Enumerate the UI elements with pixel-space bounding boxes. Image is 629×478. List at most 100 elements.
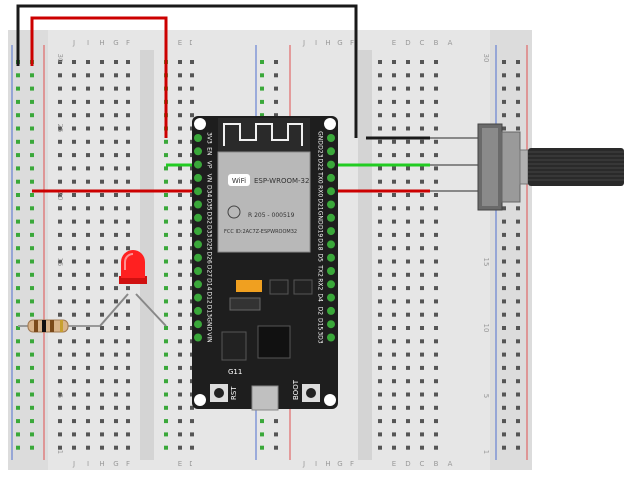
resistor-band-1: [34, 320, 38, 332]
breadboard-hole: [378, 379, 382, 384]
breadboard-hole: [72, 139, 76, 144]
breadboard-hole: [100, 86, 104, 91]
breadboard-hole: [502, 379, 506, 384]
breadboard-hole: [434, 86, 438, 91]
breadboard-hole: [420, 179, 424, 184]
breadboard-hole: [260, 99, 264, 104]
column-letter: I: [315, 39, 317, 47]
breadboard-hole: [58, 166, 62, 171]
breadboard-hole: [72, 365, 76, 370]
breadboard-hole: [392, 99, 396, 104]
breadboard-hole: [30, 445, 34, 450]
breadboard-hole: [406, 272, 410, 277]
breadboard-hole: [114, 166, 118, 171]
breadboard-hole: [126, 99, 130, 104]
breadboard-hole: [434, 286, 438, 291]
esp32-mount-hole-tl: [194, 118, 206, 130]
pot-collar: [501, 131, 521, 203]
breadboard-hole: [114, 139, 118, 144]
breadboard-hole: [178, 365, 182, 370]
breadboard-hole: [100, 166, 104, 171]
column-letter: G: [337, 39, 342, 47]
breadboard-hole: [100, 219, 104, 224]
breadboard-hole: [420, 86, 424, 91]
breadboard-hole: [392, 326, 396, 330]
breadboard-hole: [260, 432, 264, 437]
breadboard-hole: [502, 206, 506, 211]
breadboard-hole: [100, 432, 104, 437]
breadboard-hole: [58, 246, 62, 251]
breadboard-hole: [516, 272, 520, 277]
breadboard-hole: [406, 113, 410, 118]
breadboard-hole: [178, 286, 182, 291]
usb-connector[interactable]: [251, 385, 279, 411]
breadboard-hole: [392, 246, 396, 251]
breadboard-hole: [434, 272, 438, 277]
breadboard-hole: [420, 246, 424, 251]
breadboard-hole: [126, 432, 130, 437]
breadboard-hole: [30, 432, 34, 437]
breadboard-hole: [16, 432, 20, 437]
breadboard-hole: [178, 153, 182, 158]
breadboard-hole: [392, 392, 396, 397]
breadboard-hole: [16, 445, 20, 450]
breadboard-hole: [86, 392, 90, 397]
resistor-band-3: [50, 320, 54, 332]
breadboard-hole: [126, 73, 130, 78]
esp32-pin: [327, 227, 335, 236]
column-letter: F: [350, 460, 354, 468]
breadboard-hole: [16, 272, 20, 277]
breadboard-hole: [58, 206, 62, 211]
esp32-pin: [327, 240, 335, 249]
breadboard-hole: [86, 365, 90, 370]
breadboard-hole: [502, 432, 506, 437]
breadboard-hole: [30, 352, 34, 357]
breadboard-hole: [434, 432, 438, 437]
breadboard-hole: [72, 126, 76, 131]
breadboard-hole: [378, 139, 382, 144]
breadboard-hole: [86, 166, 90, 171]
breadboard-hole: [392, 232, 396, 237]
breadboard-hole: [100, 246, 104, 251]
breadboard-hole: [178, 405, 182, 410]
transistor-1: [269, 279, 289, 295]
breadboard-hole: [164, 286, 168, 291]
esp32-pin-label: D5: [317, 253, 324, 262]
esp32-pin: [194, 320, 202, 329]
column-letter: F: [126, 39, 130, 47]
breadboard-hole: [406, 219, 410, 224]
breadboard-hole: [86, 312, 90, 317]
breadboard-hole: [392, 339, 396, 344]
breadboard-hole: [164, 379, 168, 384]
column-letter: G: [113, 460, 118, 468]
column-letter: H: [325, 460, 330, 468]
breadboard-hole: [178, 432, 182, 437]
breadboard-hole: [114, 405, 118, 410]
breadboard-hole: [516, 219, 520, 224]
column-letter: E: [178, 39, 182, 47]
breadboard-hole: [86, 299, 90, 304]
breadboard-hole: [190, 445, 194, 450]
esp32-pin: [194, 213, 202, 222]
breadboard-hole: [434, 246, 438, 251]
esp32-pin-label: D12: [206, 291, 213, 303]
breadboard-hole: [100, 139, 104, 144]
breadboard-hole: [100, 392, 104, 397]
breadboard-hole: [260, 73, 264, 78]
row-number: 15: [482, 258, 490, 267]
column-letter: E: [392, 460, 396, 468]
breadboard-hole: [406, 432, 410, 437]
breadboard-hole: [100, 286, 104, 291]
breadboard-hole: [126, 419, 130, 424]
breadboard-hole: [502, 286, 506, 291]
breadboard-hole: [392, 219, 396, 224]
breadboard-hole: [58, 445, 62, 450]
breadboard-hole: [502, 99, 506, 104]
esp32-pin-label: TX2: [317, 264, 324, 277]
esp32-pin: [194, 306, 202, 315]
breadboard-hole: [502, 419, 506, 424]
breadboard-hole: [16, 299, 20, 304]
breadboard-hole: [516, 232, 520, 237]
breadboard-hole: [434, 259, 438, 264]
